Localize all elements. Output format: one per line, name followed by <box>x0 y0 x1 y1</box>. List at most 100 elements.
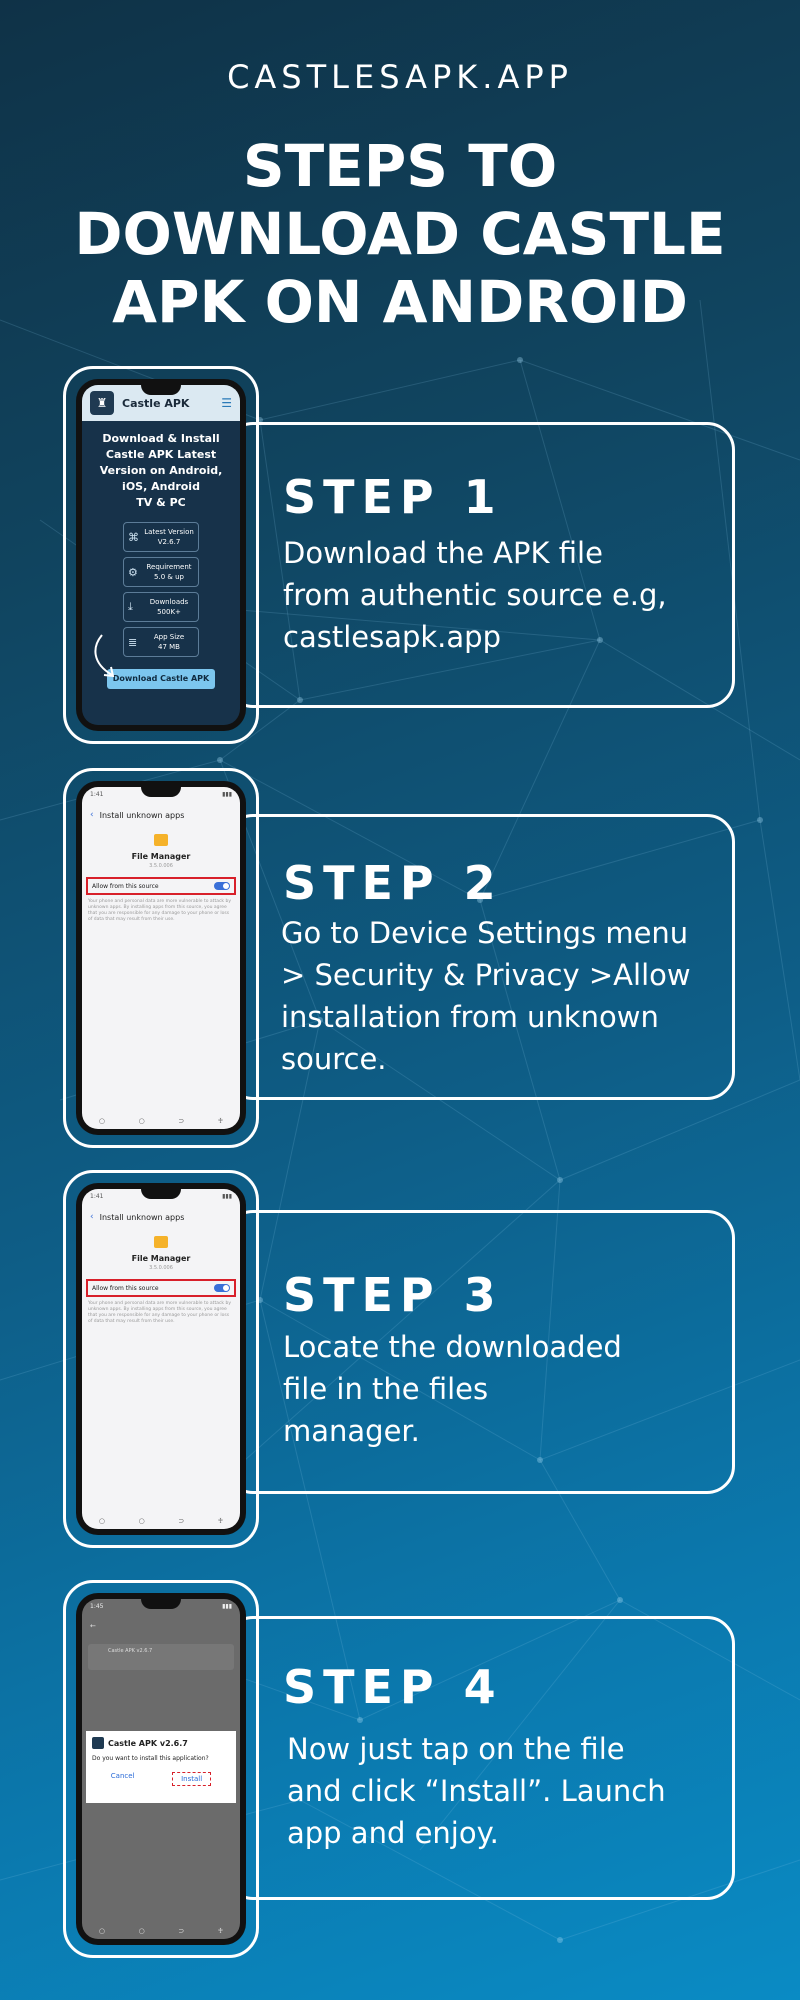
file-browser-header: ← <box>90 1622 96 1630</box>
step-4-title: STEP 4 <box>283 1660 503 1714</box>
hero-line: iOS, Android <box>122 480 200 493</box>
step-text-line: Locate the downloaded <box>283 1330 622 1364</box>
title-line: DOWNLOAD CASTLE <box>74 200 726 268</box>
nav-bar: ○ ○ ⊃ ♰ <box>82 1517 240 1525</box>
apk-file-item[interactable]: Castle APK v2.6.7 <box>88 1644 234 1670</box>
hero-line: Download & Install <box>102 432 220 445</box>
nav-bar: ○ ○ ⊃ ♰ <box>82 1117 240 1125</box>
cancel-button[interactable]: Cancel <box>110 1772 135 1780</box>
step-text-line: file in the files <box>283 1372 489 1406</box>
home-icon[interactable]: ○ <box>138 1927 145 1935</box>
phone-screen: ♜ Castle APK ☰ Download & Install Castle… <box>82 385 240 725</box>
allow-label: Allow from this source <box>92 1284 159 1292</box>
step-2-title: STEP 2 <box>283 856 503 910</box>
back-nav-icon[interactable]: ⊃ <box>178 1117 185 1125</box>
page-title: STEPS TO DOWNLOAD CASTLE APK ON ANDROID <box>40 132 760 336</box>
info-label: Downloads <box>149 598 189 606</box>
install-button[interactable]: Install <box>172 1772 212 1786</box>
folder-icon <box>154 834 168 846</box>
phone-notch <box>141 1189 181 1199</box>
step-text-line: and click “Install”. Launch <box>287 1774 666 1808</box>
step-text-line: Now just tap on the file <box>287 1732 625 1766</box>
phone-screen: 1:41▮▮▮ ‹ Install unknown apps File Mana… <box>82 787 240 1129</box>
info-label: App Size <box>153 633 185 641</box>
info-label: Requirement <box>146 563 192 571</box>
title-line: APK ON ANDROID <box>112 268 688 336</box>
allow-toggle[interactable] <box>214 1284 230 1292</box>
menu-icon[interactable]: ☰ <box>221 396 232 410</box>
phone-body: 1:45▮▮▮ ← Castle APK v2.6.7 Castle APK v… <box>76 1593 246 1945</box>
chip-icon: ⚙ <box>128 565 138 579</box>
status-bar: 1:41▮▮▮ <box>90 1193 232 1200</box>
step-2-phone: 1:41▮▮▮ ‹ Install unknown apps File Mana… <box>63 768 259 1148</box>
back-nav-icon[interactable]: ⊃ <box>178 1517 185 1525</box>
home-icon[interactable]: ○ <box>138 1117 145 1125</box>
download-button[interactable]: Download Castle APK <box>107 669 215 689</box>
title-line: STEPS TO <box>242 132 558 200</box>
phone-notch <box>141 1599 181 1609</box>
step-1-title: STEP 1 <box>283 470 503 524</box>
info-value: 47 MB <box>158 643 180 651</box>
info-value: 500K+ <box>157 608 181 616</box>
accessibility-icon[interactable]: ♰ <box>217 1117 224 1125</box>
step-4-phone: 1:45▮▮▮ ← Castle APK v2.6.7 Castle APK v… <box>63 1580 259 1958</box>
step-text-line: from authentic source e.g, <box>283 578 667 612</box>
info-label: Latest Version <box>144 528 194 536</box>
nav-bar: ○ ○ ⊃ ♰ <box>82 1927 240 1935</box>
accessibility-icon[interactable]: ♰ <box>217 1927 224 1935</box>
recent-apps-icon[interactable]: ○ <box>98 1927 105 1935</box>
app-name: Castle APK <box>122 396 190 410</box>
hero-line: TV & PC <box>136 496 186 509</box>
settings-title: Install unknown apps <box>99 1212 185 1222</box>
home-icon[interactable]: ○ <box>138 1517 145 1525</box>
hero-line: Castle APK Latest <box>105 448 217 461</box>
step-text-line: castlesapk.app <box>283 620 501 654</box>
allow-label: Allow from this source <box>92 882 159 890</box>
phone-notch <box>141 787 181 797</box>
warning-text: Your phone and personal data are more vu… <box>88 899 231 922</box>
app-name: File Manager <box>131 1254 191 1263</box>
app-name: File Manager <box>131 852 191 861</box>
command-icon: ⌘ <box>128 530 139 544</box>
info-requirement: ⚙ Requirement 5.0 & up <box>123 557 199 587</box>
step-text-line: Download the APK file <box>283 536 603 570</box>
back-icon[interactable]: ‹ <box>90 1212 94 1222</box>
info-value: 5.0 & up <box>154 573 184 581</box>
phone-body: 1:41▮▮▮ ‹ Install unknown apps File Mana… <box>76 1183 246 1535</box>
allow-source-row[interactable]: Allow from this source <box>86 1279 236 1297</box>
recent-apps-icon[interactable]: ○ <box>98 1517 105 1525</box>
info-value: V2.6.7 <box>157 538 181 546</box>
step-text-line: > Security & Privacy >Allow <box>281 958 691 992</box>
step-text-line: manager. <box>283 1414 420 1448</box>
apk-file-name: Castle APK v2.6.7 <box>108 1648 153 1654</box>
step-text-line: source. <box>281 1042 387 1076</box>
phone-body: 1:41▮▮▮ ‹ Install unknown apps File Mana… <box>76 781 246 1135</box>
dialog-question: Do you want to install this application? <box>92 1755 209 1762</box>
step-3-title: STEP 3 <box>283 1268 503 1322</box>
curved-arrow-icon <box>94 634 115 678</box>
back-nav-icon[interactable]: ⊃ <box>178 1927 185 1935</box>
back-icon[interactable]: ‹ <box>90 810 94 820</box>
settings-header: ‹ Install unknown apps <box>82 802 240 828</box>
folder-icon <box>154 1236 168 1248</box>
step-text-line: Go to Device Settings menu <box>281 916 689 950</box>
recent-apps-icon[interactable]: ○ <box>98 1117 105 1125</box>
dialog-title: Castle APK v2.6.7 <box>108 1738 188 1748</box>
accessibility-icon[interactable]: ♰ <box>217 1517 224 1525</box>
warning-text: Your phone and personal data are more vu… <box>88 1301 231 1324</box>
step-text-line: installation from unknown <box>281 1000 659 1034</box>
app-version: 3.5.0.006 <box>149 863 173 869</box>
step-1-phone: ♜ Castle APK ☰ Download & Install Castle… <box>63 366 259 744</box>
status-bar: 1:45▮▮▮ <box>90 1603 232 1610</box>
step-3-phone: 1:41▮▮▮ ‹ Install unknown apps File Mana… <box>63 1170 259 1548</box>
allow-source-row[interactable]: Allow from this source <box>86 877 236 895</box>
castle-logo-icon: ♜ <box>90 391 114 415</box>
info-downloads: ⤓ Downloads 500K+ <box>123 592 199 622</box>
phone-body: ♜ Castle APK ☰ Download & Install Castle… <box>76 379 246 731</box>
download-icon: ⤓ <box>128 600 133 613</box>
brand-name: CASTLESAPK.APP <box>227 58 573 96</box>
app-version: 3.5.0.006 <box>149 1265 173 1271</box>
allow-toggle[interactable] <box>214 882 230 890</box>
step-text-line: app and enjoy. <box>287 1816 499 1850</box>
